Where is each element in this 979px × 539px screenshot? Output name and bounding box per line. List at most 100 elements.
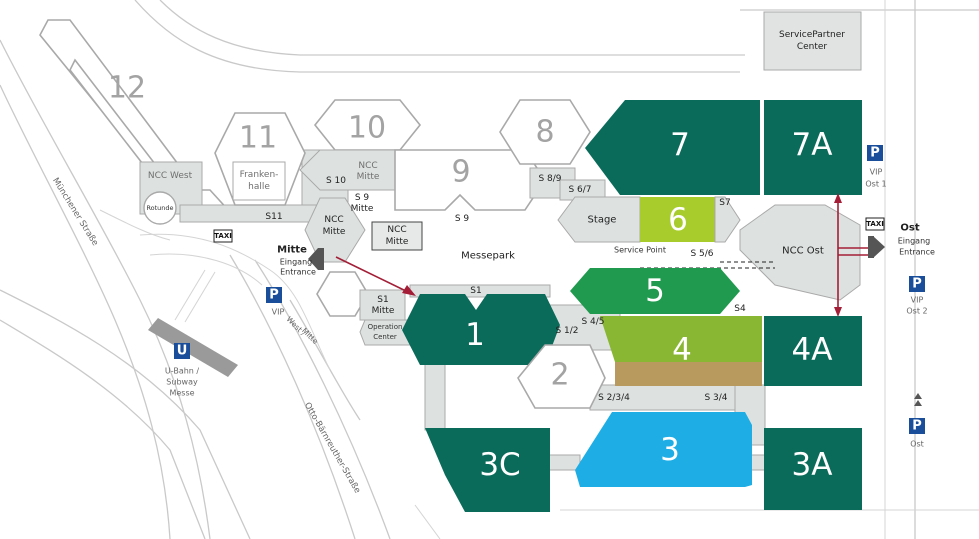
- vip-mitte-label-1: VIP: [272, 308, 285, 317]
- ncc-mitte-top-label-2: Mitte: [357, 172, 380, 182]
- entrance-arrow-icon: [308, 248, 318, 270]
- entrance-arrow-icon: [873, 236, 885, 258]
- parking-ost-label: Ost: [910, 440, 924, 449]
- hall-11-number: 11: [239, 121, 277, 156]
- mitte-entrance-label-3: Entrance: [280, 268, 316, 277]
- hall-7[interactable]: 7: [585, 100, 760, 195]
- hall-2[interactable]: 2: [517, 344, 606, 409]
- hall-4-number: 4: [672, 332, 692, 368]
- vip-ost1-label-1: VIP: [870, 168, 883, 177]
- hall-6[interactable]: 6: [640, 197, 715, 242]
- section-s9-mitte-2: Mitte: [351, 204, 374, 214]
- rotunde: Rotunde: [143, 191, 177, 225]
- hall-7-number: 7: [670, 127, 690, 163]
- ncc-mitte-top-label-1: NCC: [358, 161, 377, 171]
- svg-text:U: U: [177, 344, 188, 359]
- hall-7a[interactable]: 7A: [764, 100, 862, 195]
- ost-entrance[interactable]: Ost Eingang Entrance: [868, 223, 935, 259]
- section-s67: S 6/7: [568, 185, 591, 195]
- hall-3-number: 3: [660, 432, 680, 468]
- section-s12: S 1/2: [555, 326, 578, 336]
- hall-1-number: 1: [465, 317, 485, 353]
- hall-12-number: 12: [108, 71, 146, 106]
- parking-vip-ost2[interactable]: P VIP Ost 2: [906, 276, 928, 316]
- ncc-west-label: NCC West: [148, 171, 193, 181]
- ubahn-label-1: U-Bahn /: [165, 367, 200, 376]
- hall-3c[interactable]: 3C: [425, 428, 550, 512]
- operation-center-label-2: Center: [373, 333, 397, 341]
- ncc-mitte-left-label-1: NCC: [324, 215, 343, 225]
- route-arrows: [335, 193, 868, 317]
- small-hex-building: [316, 271, 369, 317]
- mitte-entrance-label-1: Mitte: [277, 245, 307, 256]
- ost-entrance-label-2: Eingang: [898, 237, 930, 246]
- vip-ost2-label-2: Ost 2: [906, 307, 927, 316]
- section-s9: S 9: [455, 214, 470, 224]
- ost-entrance-label-3: Entrance: [899, 248, 935, 257]
- ncc-mitte-left-label-2: Mitte: [323, 227, 346, 237]
- taxi-west: TAXI: [213, 229, 233, 243]
- section-s10: S 10: [326, 176, 346, 186]
- hall-3a[interactable]: 3A: [764, 428, 862, 510]
- stage-label: Stage: [588, 215, 617, 226]
- hall-6-end-walkway: [714, 196, 741, 243]
- svg-text:P: P: [870, 146, 880, 161]
- hall-4a-number: 4A: [792, 332, 833, 368]
- hall-7a-number: 7A: [792, 127, 833, 163]
- operation-center[interactable]: Operation Center: [359, 319, 411, 346]
- hall-8[interactable]: 8: [499, 99, 591, 165]
- ubahn-icon: [174, 343, 190, 359]
- hall-4a[interactable]: 4A: [764, 316, 862, 386]
- hall-3[interactable]: 3: [575, 412, 752, 487]
- hall-6-number: 6: [668, 202, 688, 238]
- frankenhalle-label-1: Franken-: [240, 170, 279, 180]
- platform-shape: [148, 318, 238, 377]
- hall-10[interactable]: 10: [313, 99, 422, 151]
- stage-area[interactable]: Stage: [557, 196, 641, 243]
- messepark-label: Messepark: [461, 251, 515, 262]
- hall-4[interactable]: 4: [600, 316, 762, 386]
- service-partner-center: ServicePartner Center: [763, 11, 862, 71]
- hall-5[interactable]: 5: [570, 268, 740, 314]
- service-point-label: Service Point: [614, 246, 666, 255]
- mitte-entrance[interactable]: Mitte Eingang Entrance: [277, 245, 324, 277]
- ncc-ost[interactable]: NCC Ost: [739, 204, 861, 301]
- ncc-mitte-box-label-2: Mitte: [386, 237, 409, 247]
- chevron-up-icon: [914, 400, 922, 406]
- taxi-east: TAXI: [865, 217, 885, 231]
- hall-1[interactable]: 1: [402, 294, 560, 365]
- section-s34: S 3/4: [704, 393, 727, 403]
- section-s45: S 4/5: [581, 317, 604, 327]
- ubahn-label-3: Messe: [169, 389, 194, 398]
- section-s4: S4: [734, 304, 746, 314]
- section-s1-mitte-2: Mitte: [372, 306, 395, 316]
- section-s234: S 2/3/4: [598, 393, 630, 403]
- taxi-icon: TAXI: [214, 232, 232, 240]
- parking-ost[interactable]: P Ost: [909, 393, 925, 449]
- chevron-up-icon: [914, 393, 922, 399]
- frankenhalle-label-2: halle: [248, 182, 270, 192]
- svg-text:P: P: [912, 277, 922, 292]
- hall-8-number: 8: [535, 115, 554, 150]
- parking-vip-ost1[interactable]: P VIP Ost 1: [865, 145, 887, 189]
- section-s56: S 5/6: [690, 249, 713, 259]
- ncc-mitte-box-label-1: NCC: [387, 225, 406, 235]
- ubahn-station[interactable]: U U-Bahn / Subway Messe: [148, 318, 238, 398]
- hall-9[interactable]: 9: [394, 149, 546, 211]
- mitte-entrance-label-2: Eingang: [280, 258, 312, 267]
- parking-icon: [909, 276, 925, 292]
- ncc-mitte-box[interactable]: NCC Mitte: [371, 221, 423, 251]
- taxi-icon: TAXI: [866, 220, 884, 228]
- section-s1-mitte-1: S1: [377, 295, 388, 305]
- ubahn-label-2: Subway: [166, 378, 198, 387]
- vip-ost1-label-2: Ost 1: [865, 180, 886, 189]
- section-s89: S 8/9: [538, 174, 561, 184]
- ncc-ost-label: NCC Ost: [782, 246, 824, 257]
- hall-11[interactable]: 11 Franken- halle: [214, 112, 306, 206]
- operation-center-label-1: Operation: [368, 323, 403, 331]
- parking-icon: [909, 418, 925, 434]
- svg-text:P: P: [269, 288, 279, 303]
- section-s7: S7: [719, 198, 730, 208]
